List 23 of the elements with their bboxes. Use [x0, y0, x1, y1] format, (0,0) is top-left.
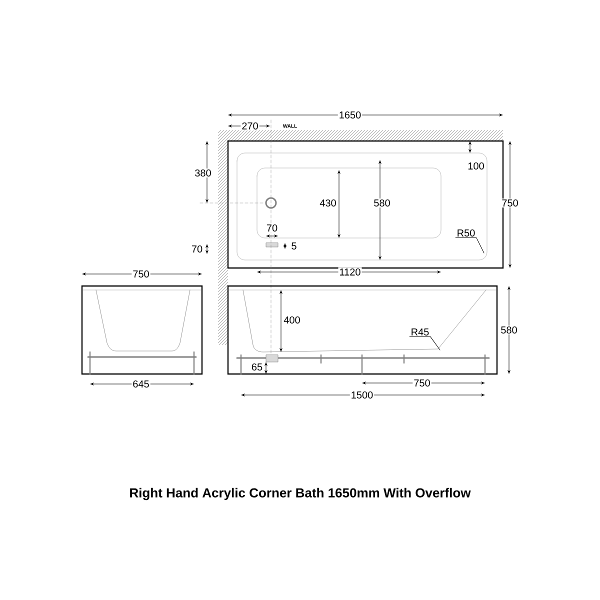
- dimension-label: 5: [290, 242, 298, 250]
- dimension-label: 430: [318, 198, 338, 208]
- dimension-label: 100: [466, 161, 486, 171]
- leader-line: [430, 336, 440, 350]
- title: Right Hand Acrylic Corner Bath 1650mm With Overflow: [130, 488, 471, 500]
- dimension-label: 1500: [350, 390, 374, 400]
- dimension-label: 750: [412, 378, 432, 388]
- dimension-label: 750: [132, 269, 150, 279]
- dimension-label: 580: [372, 198, 392, 208]
- leader-line: [476, 237, 484, 254]
- radius-label: R50: [455, 229, 477, 238]
- dimension-label: 1650: [338, 110, 362, 120]
- dimension-label: 70: [265, 223, 279, 233]
- dimension-label: 400: [282, 315, 302, 325]
- dimension-label: 645: [132, 379, 150, 389]
- dimension-label: 580: [500, 325, 518, 335]
- dimension-label: 1120: [338, 267, 362, 277]
- dimension-label: 270: [240, 121, 260, 131]
- dimension-label: 70: [190, 244, 204, 254]
- dimension-label: 750: [500, 198, 520, 208]
- dimension-label: 65: [250, 362, 264, 372]
- dimension-label: 380: [194, 168, 212, 178]
- radius-label: R45: [409, 328, 431, 337]
